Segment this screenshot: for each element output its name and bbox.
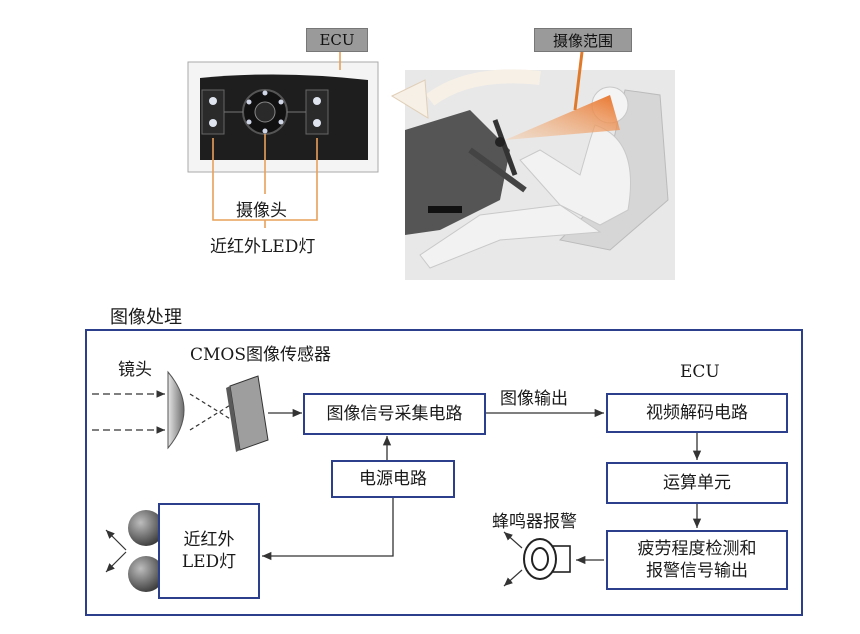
buzzer-icon: [523, 538, 571, 580]
compute-unit-box: 运算单元: [606, 462, 788, 504]
camera-module-photo: [187, 61, 379, 173]
incoming-light-rays: [92, 390, 233, 434]
camera-label: 摄像头: [236, 201, 287, 221]
ir-box-line1: 近红外: [183, 530, 235, 550]
buzzer-sound-arrows: [503, 531, 523, 587]
ir-led-label: 近红外LED灯: [210, 237, 316, 257]
flow-arrows: [262, 408, 702, 565]
buzzer-label: 蜂鸣器报警: [492, 512, 577, 532]
processing-frame: [85, 329, 803, 616]
driver-car-illustration: [390, 69, 675, 280]
image-output-label: 图像输出: [500, 389, 568, 409]
ir-box-line2: LED灯: [181, 552, 237, 572]
cmos-sensor-icon: [226, 375, 269, 452]
ecu-tag: ECU: [306, 28, 368, 52]
ir-emission-arrows: [105, 529, 127, 573]
lens-label: 镜头: [118, 360, 152, 380]
ecu-label: ECU: [680, 362, 720, 382]
lens-icon: [167, 370, 185, 450]
power-circuit-box: 电源电路: [331, 460, 455, 498]
signal-collection-box: 图像信号采集电路: [303, 393, 486, 435]
camera-range-tag: 摄像范围: [534, 28, 632, 52]
fatigue-box-line2: 报警信号输出: [646, 561, 748, 581]
orange-leader-lines: [212, 50, 341, 228]
ir-led-box: 近红外 LED灯: [158, 503, 260, 599]
fatigue-detection-box: 疲劳程度检测和 报警信号输出: [606, 530, 788, 590]
ir-led-spheres-icon: [128, 510, 164, 592]
cmos-label: CMOS图像传感器: [190, 345, 331, 365]
section-title: 图像处理: [110, 307, 182, 328]
video-decode-box: 视频解码电路: [606, 393, 788, 433]
camera-range-leader: [573, 51, 584, 111]
fatigue-box-line1: 疲劳程度检测和: [637, 539, 757, 559]
